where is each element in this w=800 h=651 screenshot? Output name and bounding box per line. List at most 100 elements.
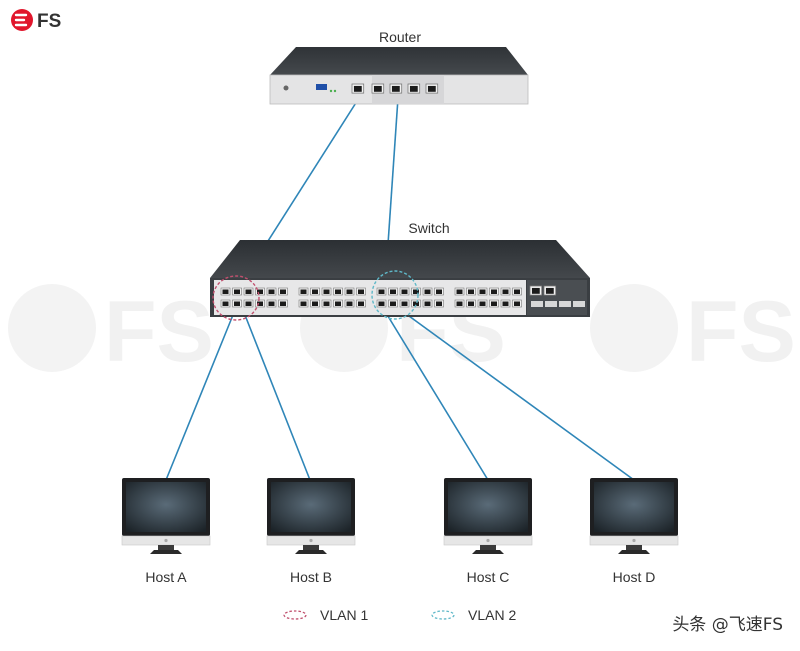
switch-port-icon — [243, 287, 254, 296]
host-b: Host B — [266, 477, 356, 585]
fs-logo-text: FS — [37, 11, 61, 32]
watermark-text: FS — [686, 284, 796, 380]
switch-port-icon — [500, 287, 511, 296]
switch-port-icon — [220, 299, 231, 308]
switch-port-icon — [266, 287, 277, 296]
sfp-port-icon — [545, 301, 557, 307]
monitor-icon — [589, 477, 679, 555]
vlan1-swatch-icon — [283, 610, 307, 620]
switch-port-icon — [399, 287, 410, 296]
router: Router — [269, 29, 529, 105]
switch-port-icon — [489, 287, 499, 296]
switch-port-icon — [232, 299, 242, 308]
legend-label: VLAN 2 — [468, 607, 516, 623]
switch-port-icon — [356, 299, 366, 308]
watermark-left: FS — [8, 284, 214, 380]
monitor-icon — [266, 477, 356, 555]
vlan2-highlight — [371, 270, 419, 320]
switch-port-icon — [454, 299, 465, 308]
router-label: Router — [379, 29, 421, 45]
switch-port-icon — [500, 299, 511, 308]
switch-port-icon — [388, 287, 398, 296]
switch-port-icon — [477, 287, 488, 296]
uplink-port-icon — [529, 285, 543, 296]
monitor-icon — [443, 477, 533, 555]
host-d: Host D — [589, 477, 679, 585]
legend-item-vlan1: VLAN 1 — [283, 607, 368, 623]
router-port-icon — [351, 83, 365, 94]
router-brand-icon — [283, 85, 289, 91]
sfp-port-icon — [573, 301, 585, 307]
switch-port-icon — [512, 299, 522, 308]
watermark-text: FS — [104, 284, 214, 380]
monitor-icon — [121, 477, 211, 555]
vlan1-highlight — [212, 275, 260, 321]
switch-port-icon — [278, 299, 288, 308]
switch: Switch — [210, 220, 590, 321]
switch-port-icon — [232, 287, 242, 296]
vlan2-swatch-icon — [431, 610, 455, 620]
switch-port-icon — [376, 299, 387, 308]
host-label: Host A — [145, 569, 187, 585]
fs-logo: FS — [11, 9, 61, 32]
switch-port-icon — [278, 287, 288, 296]
sfp-port-icon — [559, 301, 571, 307]
switch-port-icon — [376, 287, 387, 296]
usb-port-icon — [316, 84, 327, 90]
switch-port-icon — [411, 287, 421, 296]
switch-port-icon — [310, 299, 320, 308]
host-c: Host C — [443, 477, 533, 585]
switch-port-icon — [298, 299, 309, 308]
uplink-port-icon — [543, 285, 557, 296]
switch-port-icon — [422, 287, 433, 296]
legend-label: VLAN 1 — [320, 607, 368, 623]
switch-port-icon — [321, 287, 332, 296]
switch-port-icon — [454, 287, 465, 296]
legend: VLAN 1 VLAN 2 — [283, 607, 516, 623]
switch-port-icon — [434, 287, 444, 296]
switch-port-icon — [298, 287, 309, 296]
router-port-icon — [389, 83, 403, 94]
link-host-b — [242, 309, 311, 481]
hosts: Host A Host B Host C Host D — [121, 477, 679, 585]
switch-port-icon — [255, 299, 265, 308]
legend-item-vlan2: VLAN 2 — [431, 607, 516, 623]
switch-port-icon — [489, 299, 499, 308]
host-a: Host A — [121, 477, 211, 585]
switch-port-icon — [388, 299, 398, 308]
host-label: Host B — [290, 569, 332, 585]
switch-label: Switch — [408, 220, 449, 236]
host-label: Host C — [467, 569, 510, 585]
switch-port-icon — [399, 299, 410, 308]
switch-port-icon — [243, 299, 254, 308]
switch-port-icon — [310, 287, 320, 296]
switch-port-icon — [344, 299, 355, 308]
switch-port-icon — [266, 299, 277, 308]
switch-port-icon — [321, 299, 332, 308]
router-port-icon — [425, 83, 439, 94]
switch-top — [210, 240, 590, 278]
switch-port-icon — [333, 299, 343, 308]
switch-port-icon — [512, 287, 522, 296]
switch-port-icon — [466, 299, 476, 308]
switch-port-icon — [466, 287, 476, 296]
router-top — [270, 47, 528, 75]
router-port-icon — [371, 83, 385, 94]
link-host-a — [165, 309, 236, 481]
switch-uplink-ports — [529, 285, 585, 307]
link-host-d — [397, 307, 635, 481]
router-port-icon — [407, 83, 421, 94]
watermark-right: FS — [590, 284, 796, 380]
host-label: Host D — [613, 569, 656, 585]
link-host-c — [382, 307, 489, 481]
switch-port-icon — [220, 287, 231, 296]
switch-port-icon — [333, 287, 343, 296]
switch-port-icon — [477, 299, 488, 308]
source-credit: 头条 @飞速FS — [672, 615, 783, 635]
switch-port-icon — [356, 287, 366, 296]
switch-port-icon — [422, 299, 433, 308]
sfp-port-icon — [531, 301, 543, 307]
switch-port-icon — [344, 287, 355, 296]
switch-port-icon — [434, 299, 444, 308]
